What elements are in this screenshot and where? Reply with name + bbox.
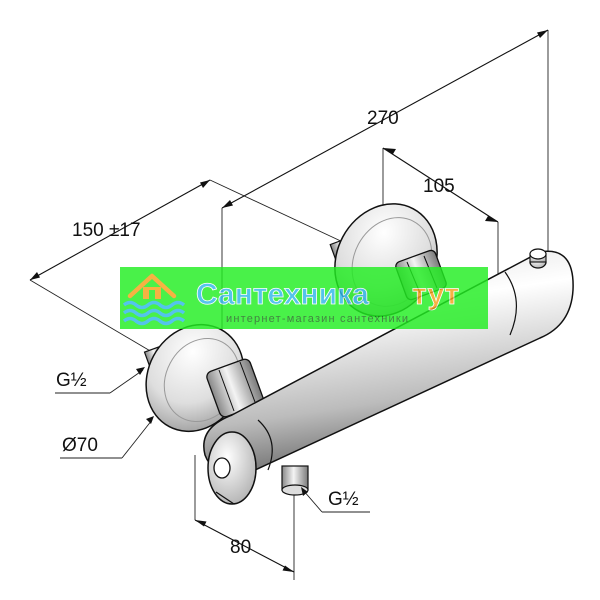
dimension-line-80	[194, 519, 295, 573]
watermark-brand-part1: Сантехника	[196, 278, 369, 311]
watermark-banner: Сантехника тут интернет-магазин сантехни…	[120, 267, 488, 329]
dim-centre-distance: 150 ±17	[72, 220, 141, 241]
leader-g-half-left	[55, 367, 145, 394]
leader-diameter-70	[60, 416, 154, 459]
dim-overall-length: 270	[367, 108, 399, 129]
safety-button	[529, 248, 547, 269]
house-waves-logo	[122, 273, 186, 326]
dim-outlet-offset: 105	[423, 176, 455, 197]
dim-wall-depth: 80	[230, 537, 251, 558]
watermark-tagline: интернет-магазин сантехники	[226, 313, 409, 325]
dimension-line-105	[382, 147, 499, 223]
bottom-outlet	[281, 465, 309, 496]
dim-outlet-thread-bottom: G½	[328, 489, 359, 510]
dim-inlet-thread-left: G½	[56, 370, 87, 391]
left-end-cap	[207, 431, 257, 505]
dim-rosette-diameter: Ø70	[62, 435, 98, 456]
dimension-line-150	[29, 179, 211, 281]
mixer-device	[143, 203, 574, 505]
left-wall-rosette	[143, 323, 264, 433]
dimension-line-270	[221, 29, 549, 209]
leader-g-half-bottom	[301, 487, 370, 513]
watermark-brand-part2: тут	[412, 278, 459, 311]
